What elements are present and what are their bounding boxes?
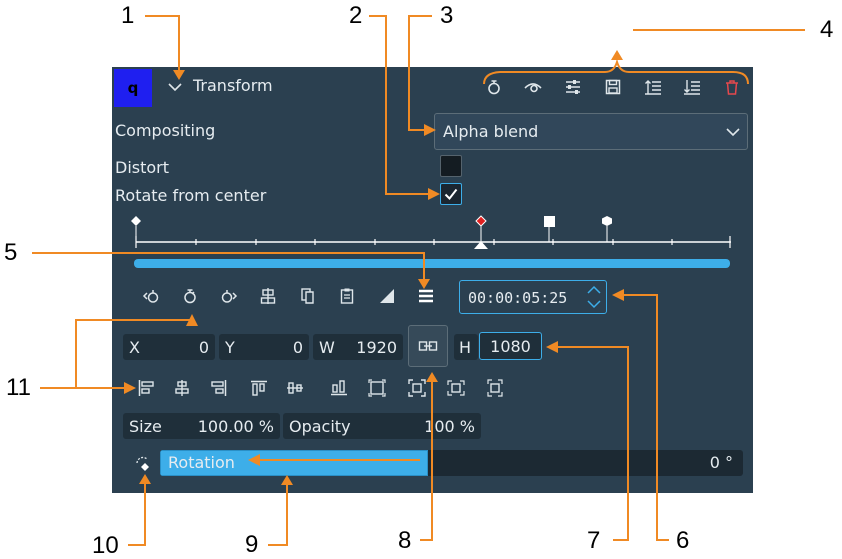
keyframe-toggle-icon[interactable] [483,76,505,98]
callout-4: 4 [820,16,834,43]
fit-frame-icon[interactable] [366,377,388,399]
distort-checkbox[interactable] [440,155,462,177]
rotation-slider-fill [160,450,429,476]
add-remove-keyframe-icon[interactable] [179,285,201,307]
interpolation-icon[interactable] [376,285,398,307]
next-keyframe-icon[interactable] [218,285,240,307]
effect-logo: q [114,69,152,107]
align-left-icon[interactable] [135,377,157,399]
sliders-icon[interactable] [562,76,584,98]
x-value: 0 [198,337,209,357]
align-bottom-icon[interactable] [328,377,350,399]
rotate-from-center-checkbox[interactable] [440,183,462,205]
size-label: Size [129,416,162,436]
ruler-ticks [135,236,731,248]
callout-11: 11 [6,374,31,401]
paste-icon[interactable] [336,285,358,307]
opacity-label: Opacity [289,416,351,436]
fill-frame-icon[interactable] [406,377,428,399]
callout-10: 10 [92,532,119,559]
chevron-down-icon [722,121,744,143]
zone-bar[interactable] [134,259,730,268]
playhead-marker [474,241,488,249]
keyframe-param-icon[interactable] [132,453,154,475]
align-right-icon[interactable] [208,377,230,399]
fit-width-icon[interactable] [445,377,467,399]
callout-5: 5 [4,239,18,266]
distort-label: Distort [115,158,170,177]
opacity-value: 100 % [424,416,475,436]
callout-3: 3 [440,2,454,29]
compositing-label: Compositing [115,121,216,140]
lock-ratio-button[interactable] [408,325,448,367]
align-h-center-icon[interactable] [171,377,193,399]
w-value: 1920 [356,337,397,357]
collapse-chevron-icon[interactable] [164,76,186,98]
h-label-box: H [454,334,478,360]
keyframe-ruler[interactable] [127,214,739,268]
menu-icon[interactable] [415,285,437,307]
trash-icon[interactable] [721,76,743,98]
x-field[interactable]: X 0 [123,334,215,360]
y-field[interactable]: Y 0 [219,334,309,360]
collapse-down-icon[interactable] [681,76,703,98]
collapse-up-icon[interactable] [642,76,664,98]
effect-logo-letter: q [127,79,139,97]
timecode-value: 00:00:05:25 [468,289,568,307]
x-label: X [129,337,140,357]
compositing-select-value: Alpha blend [443,122,539,141]
fit-height-icon[interactable] [484,377,506,399]
compositing-select[interactable]: Alpha blend [434,113,748,150]
transform-effect-panel: q Transform Compositing Alpha blend Dist… [112,67,753,493]
w-field[interactable]: W 1920 [313,334,403,360]
save-icon[interactable] [602,76,624,98]
checkmark-icon [444,188,458,201]
keyframe-diamond [131,216,141,226]
callout-1: 1 [121,2,135,29]
y-label: Y [225,337,235,357]
callout-9: 9 [245,531,259,558]
keyframe-hexagon [602,216,612,226]
w-label: W [319,337,335,357]
keyframe-square [544,216,555,227]
link-icon [418,341,438,351]
h-field[interactable]: 1080 [479,332,542,360]
spin-up-down-icon[interactable] [586,284,602,310]
previous-keyframe-icon[interactable] [140,285,162,307]
y-value: 0 [292,337,303,357]
callout-7: 7 [587,527,601,554]
rotate-from-center-label: Rotate from center [115,186,267,205]
rotation-label: Rotation [168,453,235,472]
h-value: 1080 [490,336,531,356]
h-label: H [459,337,472,357]
effect-title: Transform [193,76,273,95]
timecode-spinbox[interactable]: 00:00:05:25 [459,280,607,314]
align-v-center-icon[interactable] [284,377,306,399]
callout-2: 2 [349,2,363,29]
eye-icon[interactable] [522,76,544,98]
copy-icon[interactable] [297,285,319,307]
rotation-slider[interactable]: Rotation 0 ° [160,450,743,476]
opacity-field[interactable]: Opacity 100 % [283,413,481,439]
callout-8: 8 [398,527,412,554]
callout-6: 6 [676,527,690,554]
rotation-value: 0 ° [709,453,733,472]
keyframe-selected-diamond [475,215,487,227]
size-field[interactable]: Size 100.00 % [123,413,280,439]
align-center-keyframe-icon[interactable] [257,285,279,307]
align-top-icon[interactable] [248,377,270,399]
size-value: 100.00 % [197,416,274,436]
